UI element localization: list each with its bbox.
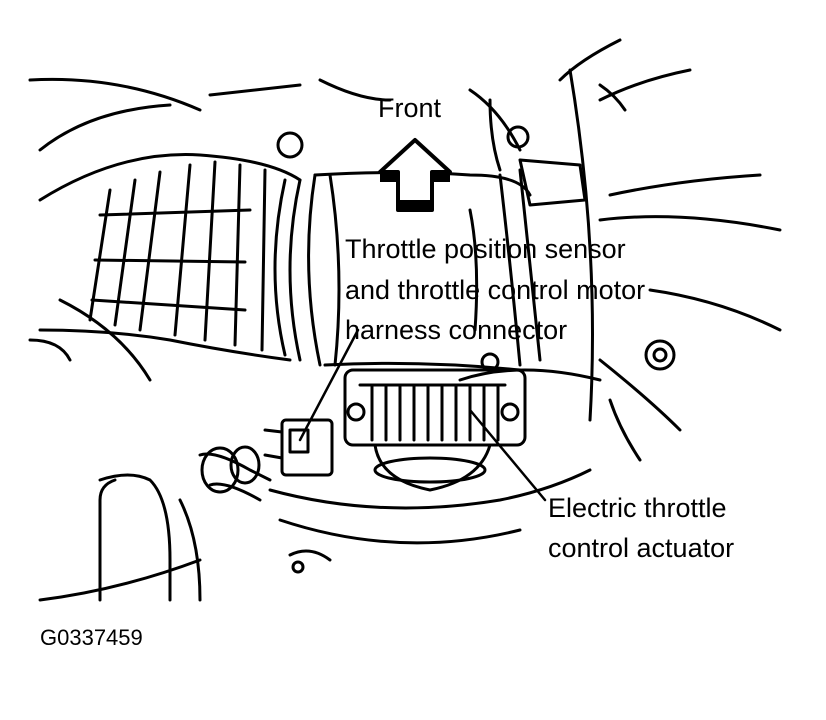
arrow-up-icon (378, 138, 452, 212)
figure-id: G0337459 (40, 625, 143, 650)
leader-lines (298, 328, 547, 502)
front-label: Front (378, 93, 442, 123)
coolant-hoses (98, 445, 592, 602)
air-intake-duct (38, 153, 322, 367)
throttle-actuator-housing (343, 368, 527, 492)
harness-connector (263, 418, 334, 477)
engine-bay-outlines (28, 38, 782, 602)
actuator-label-line-1: Electric throttle (548, 493, 727, 523)
tps-label-line-2: and throttle control motor (345, 275, 646, 305)
tps-label-line-1: Throttle position sensor (345, 234, 626, 264)
throttle-body (313, 158, 587, 372)
tps-label-line-3: harness connector (345, 315, 568, 345)
actuator-label-line-2: control actuator (548, 533, 735, 563)
